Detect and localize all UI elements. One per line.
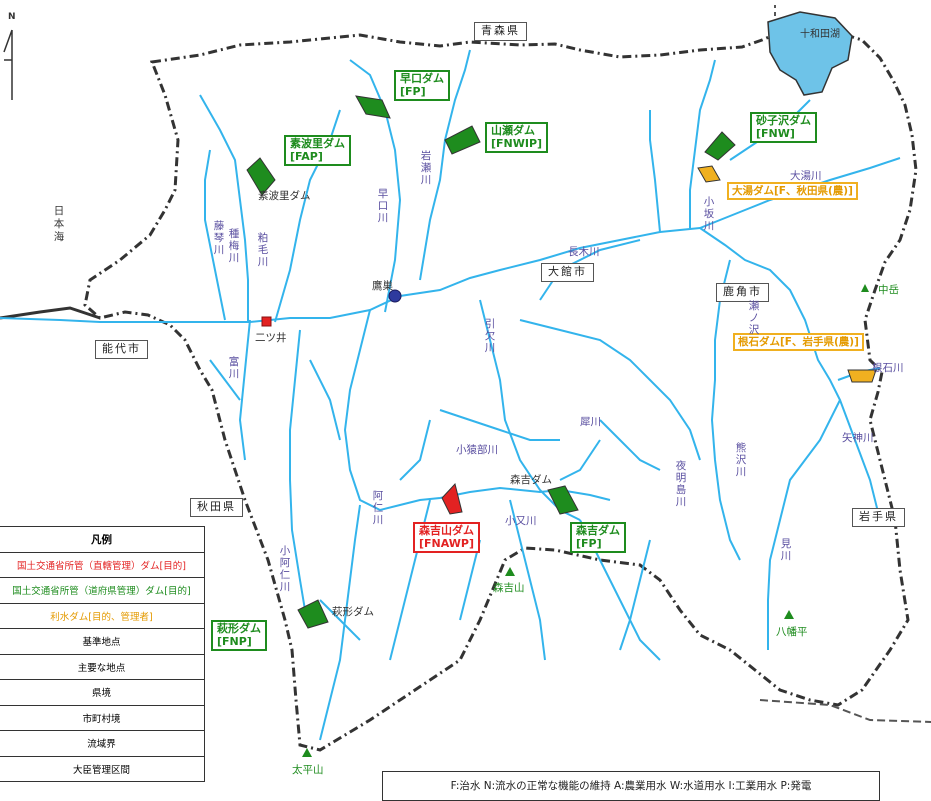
reference-point-takasu — [388, 289, 402, 303]
dam-name: 早口ダム — [400, 72, 444, 85]
prefecture-label-aomori: 青森県 — [474, 22, 527, 41]
city-label-odate: 大館市 — [541, 263, 594, 282]
dam-box-ohyu: 大湯ダム[F、秋田県(農)] — [727, 182, 858, 201]
river-label: 藤琴川 — [213, 220, 225, 256]
dam-label-moriyoshi: 森吉ダム — [510, 474, 552, 486]
mountain-taiheizan-marker — [302, 748, 312, 757]
dam-label-suhari: 素波里ダム — [258, 190, 311, 202]
dam-purpose: [FP] — [576, 536, 602, 550]
river-label: 阿仁川 — [372, 490, 384, 526]
dam-name: 森吉山ダム — [419, 524, 474, 537]
river-label: 小阿仁川 — [279, 545, 291, 593]
river-label: 岩瀬川 — [420, 150, 432, 186]
dam-purpose: [FP] — [400, 84, 426, 98]
river-label: 早口川 — [377, 188, 389, 224]
dam-purpose: [FNAWP] — [419, 536, 474, 550]
dam-name: 砂子沢ダム — [756, 114, 811, 127]
river-label: 小猿部川 — [456, 444, 498, 456]
sea-label: 日本海 — [53, 205, 65, 243]
river-label: 根石川 — [872, 362, 904, 374]
dam-yamase — [444, 125, 481, 155]
dam-purpose: [FNW] — [756, 126, 795, 140]
river-label: 小坂川 — [703, 196, 715, 232]
river-label: 富川 — [228, 356, 240, 380]
mountain-label-nakadake: 中岳 — [878, 284, 899, 296]
prefecture-border — [0, 306, 101, 320]
legend-item: 県境 — [0, 679, 205, 706]
dam-name: 森吉ダム — [576, 524, 620, 537]
dam-name: 萩形ダム — [217, 622, 261, 635]
river-label: 犀川 — [580, 416, 601, 428]
river-label: 引欠川 — [484, 318, 496, 354]
lake-label: 十和田湖 — [800, 29, 840, 40]
legend-title: 凡例 — [0, 526, 205, 553]
dam-box-hagigata: 萩形ダム [FNP] — [211, 620, 267, 652]
river-label: 小又川 — [505, 515, 537, 527]
dam-purpose: [FNP] — [217, 634, 252, 648]
river-label: 種梅川 — [228, 228, 240, 264]
dam-name: 素波里ダム — [290, 137, 345, 150]
river-label: 矢神川 — [842, 432, 874, 444]
legend-item: 基準地点 — [0, 628, 205, 655]
dam-sunakozawa — [704, 131, 736, 161]
river-label: 大湯川 — [790, 170, 822, 182]
legend-item: 市町村境 — [0, 704, 205, 731]
legend-table: 凡例 国土交通省所管（直轄管理）ダム[目的] 国土交通省所管（道府県管理）ダム[… — [0, 526, 205, 782]
river-label: 粕毛川 — [257, 232, 269, 268]
dam-moriyoshi — [547, 485, 579, 515]
dam-label-hagigata: 萩形ダム — [332, 606, 374, 618]
dam-neishi — [847, 369, 877, 383]
point-label-futatsui: 二ツ井 — [255, 332, 287, 344]
mountain-label-moriyoshi: 森吉山 — [493, 582, 525, 594]
mountain-hachimantai-marker — [784, 610, 794, 619]
river-label: 夜明島川 — [675, 460, 687, 508]
river-label: 瀬ノ沢 — [748, 300, 760, 336]
mountain-nakadake-marker — [861, 284, 869, 292]
legend-item: 国土交通省所管（直轄管理）ダム[目的] — [0, 551, 205, 578]
dam-box-hayaguchi: 早口ダム [FP] — [394, 70, 450, 102]
dam-name: 山瀬ダム — [491, 124, 535, 137]
mountain-label-hachimantai: 八幡平 — [776, 626, 808, 638]
dam-box-moriyoshi: 森吉ダム [FP] — [570, 522, 626, 554]
dam-hayaguchi — [355, 95, 391, 119]
dam-suhari — [246, 157, 276, 196]
mountain-label-taiheizan: 太平山 — [292, 764, 324, 776]
legend-item: 流域界 — [0, 730, 205, 757]
dam-box-moriyoshizan: 森吉山ダム [FNAWP] — [413, 522, 480, 554]
river-label: 見川 — [780, 538, 792, 562]
legend-item: 利水ダム[目的、管理者] — [0, 602, 205, 629]
river-label: 熊沢川 — [735, 442, 747, 478]
city-label-noshiro: 能代市 — [95, 340, 148, 359]
major-point-futatsui — [261, 316, 272, 327]
legend-item: 国土交通省所管（道府県管理）ダム[目的] — [0, 577, 205, 604]
dam-hagigata — [297, 599, 329, 629]
prefecture-label-akita: 秋田県 — [190, 498, 243, 517]
dam-purpose: [FAP] — [290, 149, 323, 163]
north-arrow — [3, 29, 13, 100]
dam-box-yamase: 山瀬ダム [FNWIP] — [485, 122, 549, 154]
dam-box-sunakozawa: 砂子沢ダム [FNW] — [750, 112, 817, 144]
legend-item: 主要な地点 — [0, 653, 205, 680]
dam-ohyu — [697, 165, 721, 183]
dam-box-suhari: 素波里ダム [FAP] — [284, 135, 351, 167]
dam-purpose: [FNWIP] — [491, 136, 543, 150]
prefecture-border — [759, 699, 931, 723]
purpose-code-note: F:治水 N:流水の正常な機能の維持 A:農業用水 W:水道用水 I:工業用水 … — [382, 771, 880, 801]
dam-box-neishi: 根石ダム[F、岩手県(農)] — [733, 333, 864, 352]
mountain-moriyoshi-marker — [505, 567, 515, 576]
legend-item: 大臣管理区間 — [0, 755, 205, 782]
lake-towada — [767, 11, 853, 96]
point-label-takasu: 鷹巣 — [372, 280, 393, 292]
compass-north-label: N — [8, 12, 16, 22]
dam-moriyoshizan — [441, 482, 463, 515]
river-label: 長木川 — [568, 246, 600, 258]
prefecture-label-iwate: 岩手県 — [852, 508, 905, 527]
city-label-kazuno: 鹿角市 — [716, 283, 769, 302]
